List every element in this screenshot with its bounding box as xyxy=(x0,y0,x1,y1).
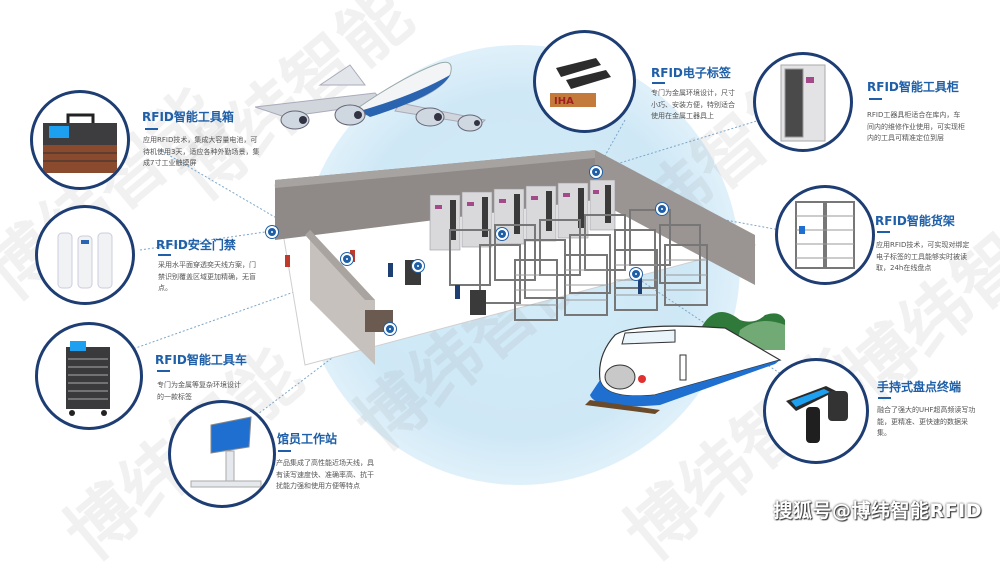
callout-description: 融合了强大的UHF超高频读写功能，更精准、更快速的数据采集。 xyxy=(877,406,976,437)
workstation-icon xyxy=(168,400,276,508)
title-underline xyxy=(157,370,170,372)
warehouse-illustration xyxy=(274,150,757,366)
tool-cabinet-icon xyxy=(753,52,853,152)
callout-description: 应用RFID技术，集成大容量电池，可待机使用3天，适应各种外勤场景，集成7寸工业… xyxy=(143,136,260,167)
callout-description: RFID工器具柜适合在库内，车间内的维修作业使用，可实现柜内的工具可精准定位到层 xyxy=(867,111,965,142)
callout-title: RFID智能工具箱 xyxy=(142,110,234,124)
handheld-terminal-icon xyxy=(763,358,869,464)
callout-title: RFID智能工具车 xyxy=(155,353,247,367)
toolbox-icon xyxy=(30,90,130,190)
title-underline xyxy=(278,450,291,452)
hotspot-workstation[interactable] xyxy=(384,323,396,335)
footer-attribution: 搜狐号@博纬智能RFID xyxy=(773,500,982,522)
tag-label: IHA xyxy=(554,96,574,107)
title-underline xyxy=(145,128,158,130)
hotspot-cabinet[interactable] xyxy=(590,166,602,178)
callout-title: 手持式盘点终端 xyxy=(877,380,962,394)
bullet-train-illustration xyxy=(585,312,785,414)
callout-title: RFID智能工具柜 xyxy=(867,80,959,94)
rfid-tag-icon: IHA xyxy=(533,30,636,133)
title-underline xyxy=(652,82,665,84)
hotspot-gate[interactable] xyxy=(266,226,278,238)
title-underline xyxy=(869,98,882,100)
title-underline xyxy=(877,231,890,233)
title-underline xyxy=(158,254,171,256)
hotspot-tag[interactable] xyxy=(496,228,508,240)
callout-title: RFID电子标签 xyxy=(651,66,731,80)
hotspot-cart[interactable] xyxy=(412,260,424,272)
callout-description: 专门为金属环境设计，尺寸小巧、安装方便，特别适合使用在金属工器具上 xyxy=(651,89,735,120)
title-underline xyxy=(878,397,891,399)
hotspot-handheld[interactable] xyxy=(630,268,642,280)
security-gate-icon xyxy=(35,205,135,305)
callout-title: 馆员工作站 xyxy=(277,432,338,446)
smart-shelf-icon xyxy=(775,185,875,285)
callout-description: 专门为金属等复杂环境设计的一款标签 xyxy=(157,381,241,401)
hotspot-toolbox[interactable] xyxy=(341,253,353,265)
callout-description: 产品集成了高性能近场天线，具有读写速度快、准确率高、抗干扰能力强和使用方便等特点 xyxy=(276,459,374,490)
callout-description: 应用RFID技术，可实现对绑定电子标签的工具能够实时被读取，24h在线盘点 xyxy=(876,241,970,272)
airplane-illustration xyxy=(255,61,487,132)
hotspot-shelf[interactable] xyxy=(656,203,668,215)
callout-description: 采用水平面穿透奕天线方案，门禁识别覆盖区域更加精确，无盲点。 xyxy=(158,261,256,292)
callout-title: RFID安全门禁 xyxy=(156,238,236,252)
tool-cart-icon xyxy=(35,322,143,430)
callout-title: RFID智能货架 xyxy=(875,214,955,228)
